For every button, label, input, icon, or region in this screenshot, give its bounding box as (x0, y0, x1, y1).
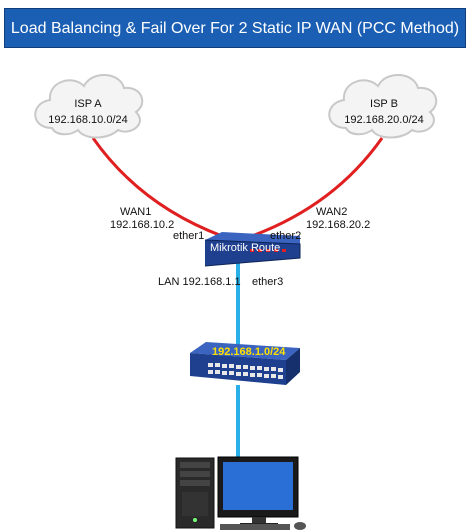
wan2-link (251, 137, 384, 238)
wan2-ip: 192.168.20.2 (306, 219, 371, 231)
wan1-link (91, 137, 223, 238)
diagram-title: Load Balancing & Fail Over For 2 Static … (4, 8, 466, 48)
isp-b-subnet: 192.168.20.0/24 (344, 114, 424, 126)
wan1-port: ether1 (173, 230, 205, 242)
wan1-ip: 192.168.10.2 (110, 219, 175, 231)
pc-tower-icon (175, 457, 215, 529)
wan2-name: WAN2 (316, 206, 348, 218)
router-name: Mikrotik Route (210, 242, 281, 254)
isp-a-cloud (34, 74, 144, 139)
isp-b-cloud (328, 74, 438, 139)
isp-b-name: ISP B (370, 98, 398, 110)
isp-a-subnet: 192.168.10.0/24 (48, 114, 128, 126)
switch-subnet: 192.168.1.0/24 (212, 346, 286, 358)
monitor-icon (217, 456, 306, 530)
lan-port: ether3 (252, 276, 284, 288)
switch-device (190, 342, 300, 385)
wan1-name: WAN1 (120, 206, 152, 218)
router-device (204, 232, 301, 267)
wan2-port: ether2 (270, 230, 302, 242)
isp-a-name: ISP A (74, 98, 102, 110)
lan-label: LAN 192.168.1.1 (158, 276, 241, 288)
